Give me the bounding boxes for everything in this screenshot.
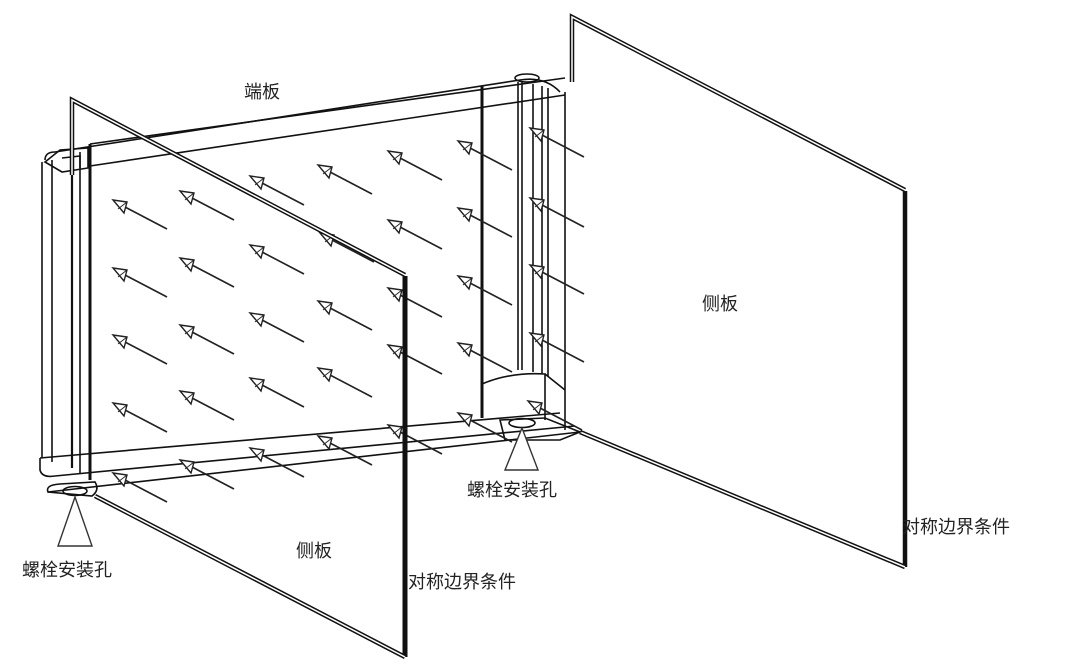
bolt-hole-left-label: 螺栓安装孔 [22,560,112,581]
triangle-support-icon [503,426,540,471]
side-plate-rear-label: 侧板 [702,294,738,315]
bolt-hole-right-label: 螺栓安装孔 [467,480,557,501]
side-plate-rear [569,13,908,570]
symmetry-bc-front-label: 对称边界条件 [408,572,516,593]
end-plate-frame [39,73,583,497]
side-plate-front [69,96,408,659]
triangle-support-icon [57,494,93,547]
end-plate-label: 端板 [244,82,280,103]
symmetry-bc-rear-label: 对称边界条件 [902,517,1010,538]
side-plate-front-label: 侧板 [296,541,332,562]
